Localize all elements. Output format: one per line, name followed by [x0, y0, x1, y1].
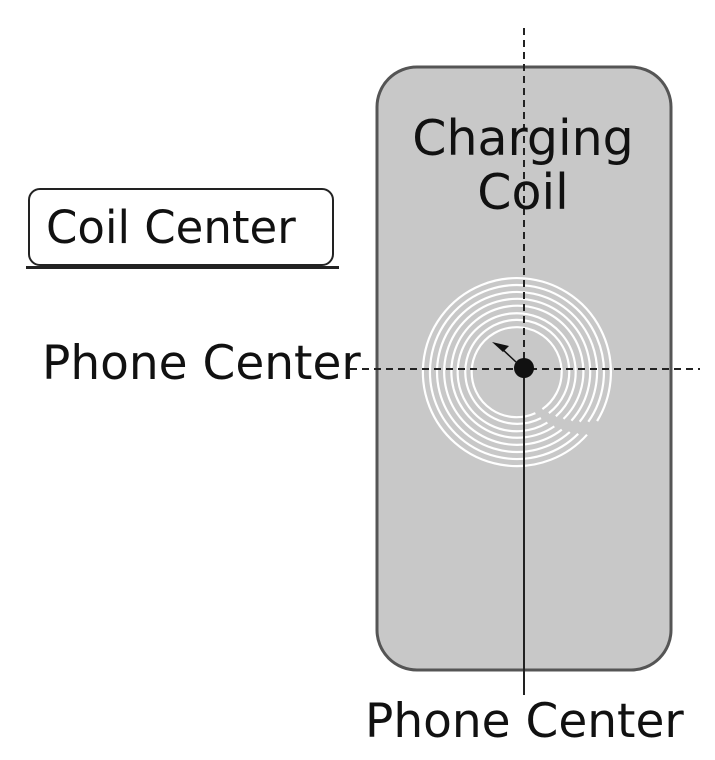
- coil-winding: [421, 276, 612, 468]
- charging-coil-label: Charging Coil: [412, 112, 633, 220]
- coil-winding: [464, 318, 571, 425]
- coil-center-arrow-shaft: [499, 346, 517, 363]
- charging-coil-label-line1: Charging: [412, 110, 634, 167]
- charging-coil-label-line2: Coil: [477, 164, 569, 221]
- coil-winding: [428, 283, 606, 461]
- coil-center-label-box: Coil Center: [28, 188, 334, 266]
- coil-winding: [470, 326, 563, 419]
- center-dot: [514, 358, 534, 378]
- phone-center-bottom-label: Phone Center: [365, 694, 684, 749]
- charging-coil-spiral: [421, 276, 612, 468]
- coil-winding: [450, 304, 585, 439]
- coil-winding: [456, 312, 577, 433]
- coil-winding: [443, 297, 592, 446]
- phone-center-side-label: Phone Center: [42, 336, 361, 391]
- coil-center-label: Coil Center: [46, 200, 296, 254]
- coil-center-underline: [26, 266, 339, 269]
- coil-winding: [435, 290, 599, 454]
